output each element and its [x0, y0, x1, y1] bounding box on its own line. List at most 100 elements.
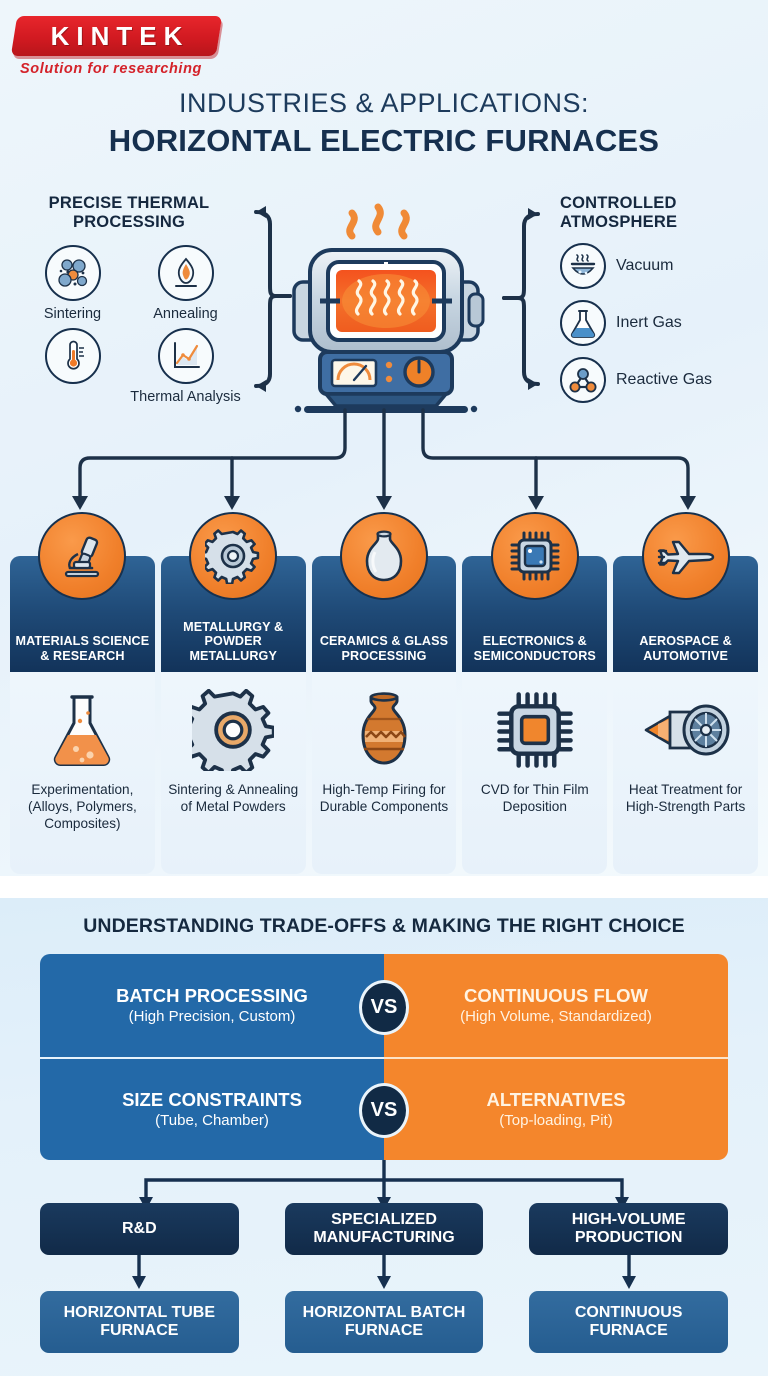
industry-header: AEROSPACE & AUTOMOTIVE [613, 556, 758, 672]
left-item-thermal-analysis: Thermal Analysis [129, 328, 242, 405]
tradeoff-subtitle: (Top-loading, Pit) [499, 1111, 613, 1129]
left-icon-grid: Sintering Annealing [16, 244, 242, 405]
flask-icon [560, 299, 606, 346]
section-divider [0, 876, 768, 898]
tradeoff-matrix: BATCH PROCESSING (High Precision, Custom… [40, 954, 728, 1160]
logo-banner: KINTEK [10, 16, 223, 56]
tradeoff-cell-size-constraints[interactable]: SIZE CONSTRAINTS (Tube, Chamber) [40, 1057, 384, 1160]
industry-body: Experimentation, (Alloys, Polymers, Comp… [10, 672, 155, 874]
tradeoff-title: ALTERNATIVES [486, 1088, 626, 1110]
tradeoff-cell-continuous-flow[interactable]: CONTINUOUS FLOW (High Volume, Standardiz… [384, 954, 728, 1057]
industry-caption: Heat Treatment for High-Strength Parts [625, 782, 746, 814]
industry-column-electronics[interactable]: ELECTRONICS & SEMICONDUCTORS [462, 512, 608, 874]
particles-icon [44, 244, 101, 301]
industry-title: AEROSPACE & AUTOMOTIVE [639, 634, 732, 663]
thermometer-icon [44, 328, 101, 385]
logo-wordmark: KINTEK [50, 20, 190, 51]
title-line-2: HORIZONTAL ELECTRIC FURNACES [108, 123, 660, 158]
tradeoff-cell-alternatives[interactable]: ALTERNATIVES (Top-loading, Pit) [384, 1057, 728, 1160]
left-item-sintering: Sintering [16, 244, 129, 322]
decision-solutions-row: HORIZONTAL TUBE FURNACE HORIZONTAL BATCH… [0, 1291, 768, 1353]
right-brace-connector [502, 208, 540, 390]
left-item-label: Annealing [153, 305, 218, 322]
logo-tagline: Solution for researching [20, 61, 202, 77]
branch-connector [72, 408, 696, 510]
pottery-icon [347, 684, 421, 776]
industry-column-metallurgy[interactable]: METALLURGY & POWDER METALLURGY Sintering… [160, 512, 306, 874]
right-item-inert-gas: Inert Gas [560, 299, 760, 346]
right-item-reactive-gas: Reactive Gas [560, 356, 760, 403]
industry-column-aerospace[interactable]: AEROSPACE & AUTOMOTIVE [613, 512, 758, 874]
right-item-label: Reactive Gas [616, 370, 713, 388]
industry-title: METALLURGY & POWDER METALLURGY [183, 619, 284, 663]
decision-need-high-volume-production[interactable]: HIGH-VOLUME PRODUCTION [529, 1203, 728, 1255]
industry-caption: CVD for Thin Film Deposition [480, 782, 589, 814]
vs-badge-row-1: VS [359, 980, 409, 1035]
industry-body: Heat Treatment for High-Strength Parts [613, 672, 758, 874]
industry-columns: MATERIALS SCIENCE & RESEARCH Exper [10, 512, 758, 874]
decision-down-arrows [132, 1255, 636, 1289]
right-heading-line-1: CONTROLLED [560, 194, 677, 212]
tradeoff-title: BATCH PROCESSING [116, 984, 308, 1006]
tradeoff-subtitle: (High Volume, Standardized) [460, 1007, 652, 1025]
vs-badge-row-2: VS [359, 1083, 409, 1138]
top-section: PRECISE THERMAL PROCESSING [0, 186, 768, 436]
left-item-label: Sintering [43, 305, 102, 322]
industry-column-ceramics[interactable]: CERAMICS & GLASS PROCESSING High-Temp Fi… [311, 512, 457, 874]
tradeoff-subtitle: (High Precision, Custom) [128, 1007, 296, 1025]
flame-icon [157, 244, 214, 301]
industry-body: CVD for Thin Film Deposition [462, 672, 608, 874]
precise-thermal-processing-panel: PRECISE THERMAL PROCESSING [16, 194, 242, 405]
left-panel-heading: PRECISE THERMAL PROCESSING [16, 194, 242, 233]
left-heading-line-2: PROCESSING [72, 213, 186, 232]
right-heading-line-2: ATMOSPHERE [560, 213, 678, 232]
right-panel-heading: CONTROLLED ATMOSPHERE [560, 194, 760, 233]
right-item-label: Inert Gas [616, 313, 682, 331]
left-brace-connector [254, 206, 292, 392]
decision-solution-continuous-furnace[interactable]: CONTINUOUS FURNACE [529, 1291, 728, 1353]
industry-header: ELECTRONICS & SEMICONDUCTORS [462, 556, 608, 672]
airplane-icon [641, 512, 730, 600]
brand-logo: KINTEK Solution for researching [10, 16, 234, 77]
decision-solution-horizontal-tube-furnace[interactable]: HORIZONTAL TUBE FURNACE [40, 1291, 239, 1353]
flask-icon [46, 684, 118, 776]
gear-icon [192, 684, 275, 776]
left-item-thermometer [16, 328, 129, 405]
jet-engine-icon [640, 684, 732, 776]
industry-title: ELECTRONICS & SEMICONDUCTORS [473, 634, 596, 663]
controlled-atmosphere-panel: CONTROLLED ATMOSPHERE [560, 194, 760, 414]
tradeoff-subtitle: (Tube, Chamber) [155, 1111, 269, 1129]
decision-need-rd[interactable]: R&D [40, 1203, 239, 1255]
vacuum-icon [560, 242, 606, 289]
right-item-vacuum: Vacuum [560, 242, 760, 289]
page-title: INDUSTRIES & APPLICATIONS: HORIZONTAL EL… [0, 88, 768, 159]
left-item-label: Thermal Analysis [130, 389, 241, 406]
section-title: UNDERSTANDING TRADE-OFFS & MAKING THE RI… [83, 915, 685, 937]
gear-icon [189, 512, 278, 600]
tradeoff-title: SIZE CONSTRAINTS [122, 1088, 302, 1110]
chip-icon [495, 684, 575, 776]
industry-caption: Sintering & Annealing of Metal Powders [168, 782, 299, 814]
industry-header: CERAMICS & GLASS PROCESSING [311, 556, 457, 672]
decision-solution-horizontal-batch-furnace[interactable]: HORIZONTAL BATCH FURNACE [284, 1291, 484, 1353]
industry-caption: High-Temp Firing for Durable Components [319, 782, 449, 814]
right-icon-list: Vacuum Inert Gas [560, 242, 760, 403]
vase-icon [339, 512, 428, 600]
line-chart-icon [157, 328, 214, 385]
chip-icon [490, 512, 579, 600]
industry-caption: Experimentation, (Alloys, Polymers, Comp… [28, 782, 137, 831]
industry-column-materials-science[interactable]: MATERIALS SCIENCE & RESEARCH Exper [10, 512, 155, 874]
tradeoff-cell-batch-processing[interactable]: BATCH PROCESSING (High Precision, Custom… [40, 954, 384, 1057]
horizontal-electric-furnace-illustration [286, 194, 486, 429]
right-item-label: Vacuum [616, 256, 674, 274]
industry-title: MATERIALS SCIENCE & RESEARCH [15, 634, 150, 663]
industry-body: High-Temp Firing for Durable Components [311, 672, 457, 874]
left-item-annealing: Annealing [129, 244, 242, 322]
microscope-icon [38, 512, 127, 600]
industry-title: CERAMICS & GLASS PROCESSING [319, 634, 449, 663]
molecule-icon [560, 356, 606, 403]
title-line-1: INDUSTRIES & APPLICATIONS: [178, 88, 590, 118]
decision-need-specialized-manufacturing[interactable]: SPECIALIZED MANUFACTURING [284, 1203, 484, 1255]
industry-body: Sintering & Annealing of Metal Powders [160, 672, 306, 874]
